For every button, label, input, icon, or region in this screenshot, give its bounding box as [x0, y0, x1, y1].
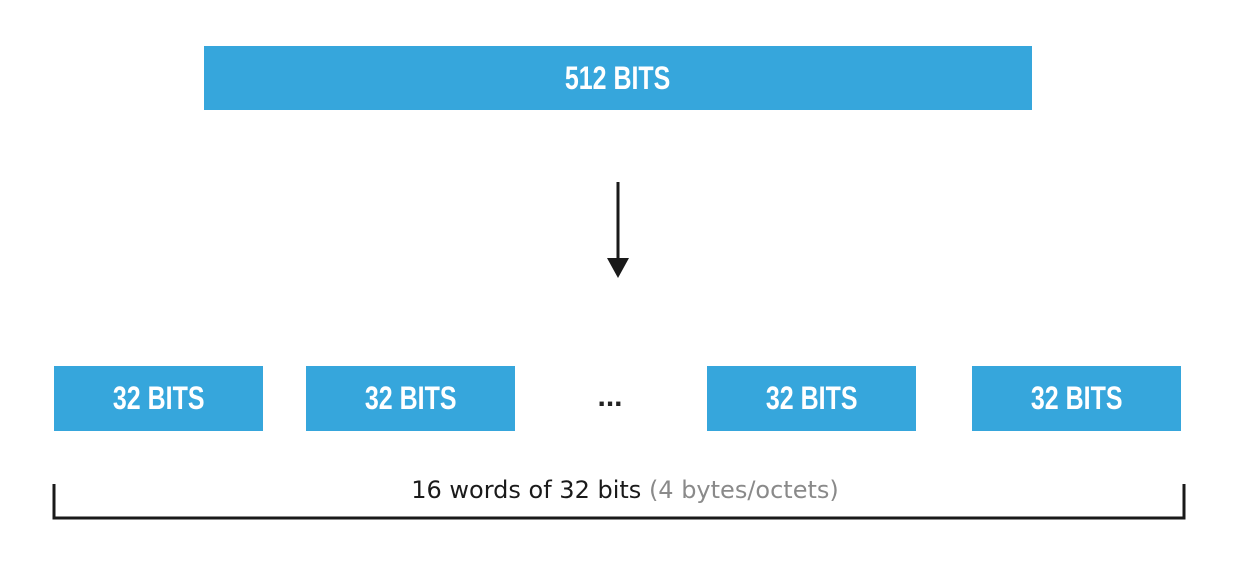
word-block-label: 32 BITS	[112, 380, 205, 416]
word-block-15: 32 BITS	[707, 366, 916, 431]
word-block-label: 32 BITS	[765, 380, 858, 416]
block-512-bits-label: 512 BITS	[565, 59, 671, 96]
ellipsis: ...	[597, 380, 623, 413]
word-block-16: 32 BITS	[972, 366, 1181, 431]
word-block-1: 32 BITS	[54, 366, 263, 431]
word-block-2: 32 BITS	[306, 366, 515, 431]
caption: 16 words of 32 bits (4 bytes/octets)	[230, 476, 1020, 504]
block-512-bits: 512 BITS	[204, 46, 1032, 110]
word-block-label: 32 BITS	[364, 380, 457, 416]
caption-detail: (4 bytes/octets)	[648, 476, 839, 504]
bracket	[52, 484, 1186, 520]
caption-main: 16 words of 32 bits	[411, 476, 642, 504]
word-block-label: 32 BITS	[1030, 380, 1123, 416]
down-arrow-icon	[607, 182, 629, 278]
